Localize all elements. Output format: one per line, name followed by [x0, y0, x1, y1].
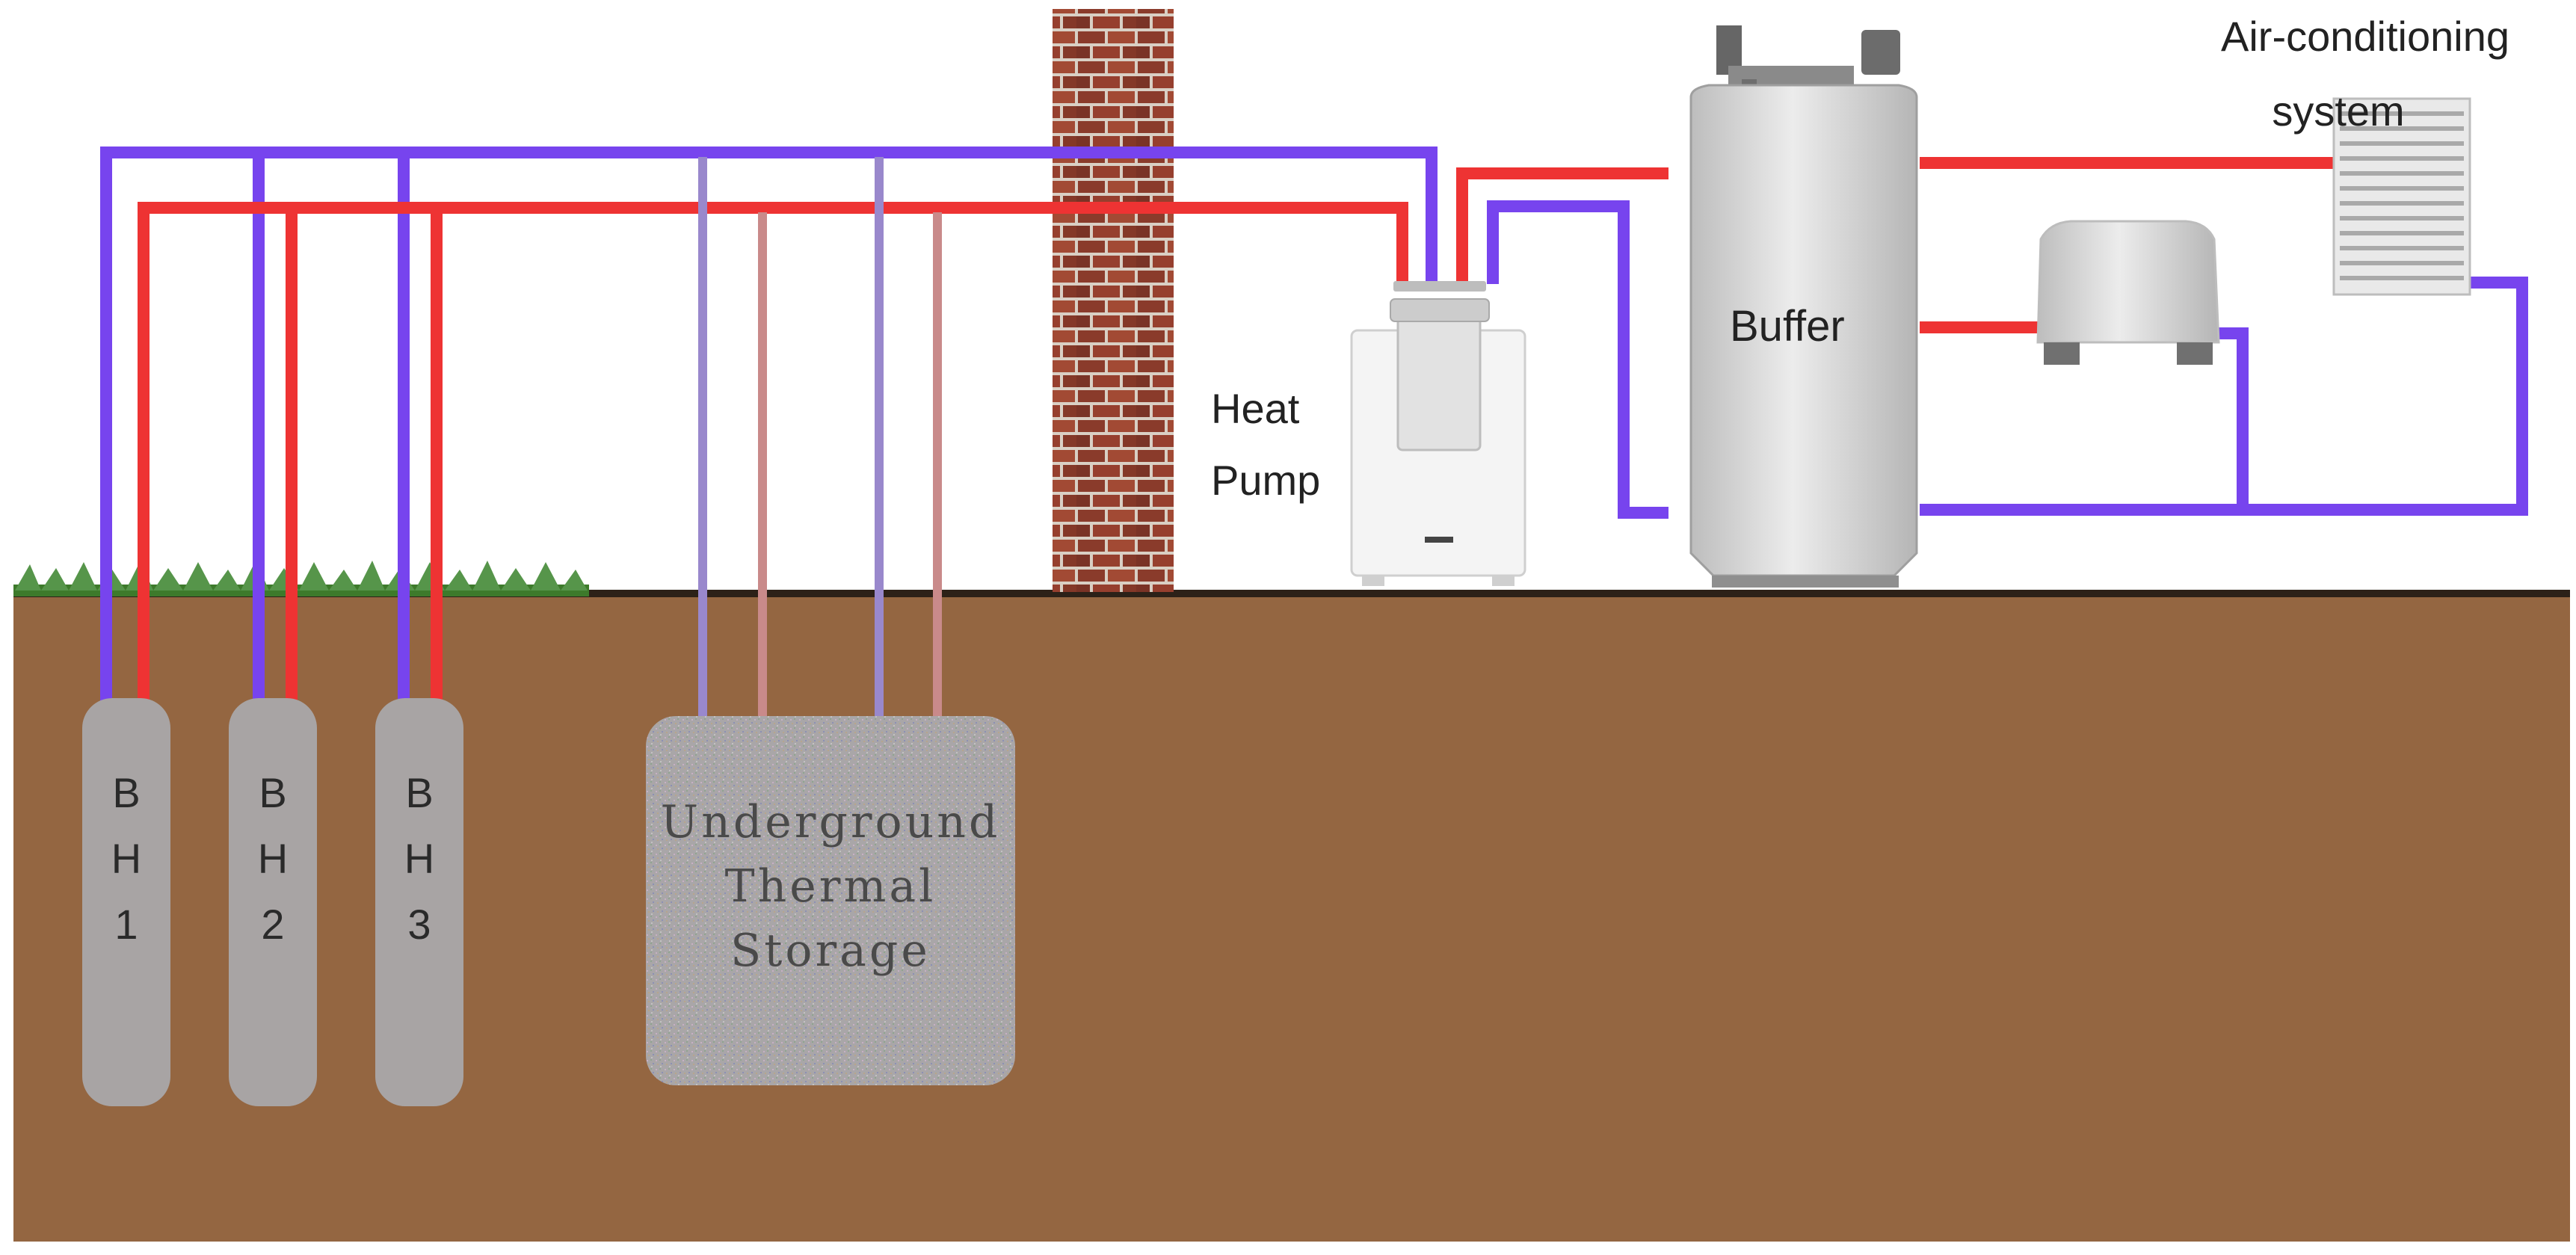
heat-pump-unit — [1350, 281, 1526, 586]
buffer-label: Buffer — [1730, 302, 1845, 351]
ac-system-label-line1: Air-conditioning — [2221, 13, 2509, 60]
storage-feed-pipes — [698, 157, 942, 722]
storage-label-line2: Thermal — [725, 860, 937, 913]
borehole-3-letter-b: B — [405, 769, 433, 816]
borehole-2-letter-b: B — [259, 769, 286, 816]
brick-wall — [1053, 9, 1174, 592]
borehole-pipes — [100, 147, 1438, 703]
borehole-3-number: 3 — [407, 901, 431, 948]
ac-return-cold-pipe — [1920, 277, 2528, 516]
radiator-unit — [2332, 97, 2471, 296]
heat-pump-label-line2: Pump — [1211, 457, 1320, 504]
ground-line — [13, 590, 2570, 597]
hot-return-main-pipe — [138, 202, 1408, 703]
buffer-tank — [1689, 25, 1918, 588]
heat-pump-label-line1: Heat — [1211, 385, 1300, 432]
borehole-2-number: 2 — [261, 901, 284, 948]
borehole-1-letter-b: B — [112, 769, 140, 816]
borehole-2: B H 2 — [229, 698, 317, 1106]
borehole-2-letter-h: H — [258, 835, 288, 882]
ac-system-label-line2: system — [2272, 87, 2404, 135]
grass-strip — [13, 561, 589, 596]
storage-label-line3: Storage — [730, 925, 931, 977]
fan-coil-return-cold-pipe — [2216, 327, 2249, 510]
cold-supply-main-pipe — [100, 147, 1438, 703]
borehole-1: B H 1 — [82, 698, 170, 1106]
borehole-1-letter-h: H — [111, 835, 141, 882]
heat-pump-to-buffer-hot-pipe — [1456, 167, 1668, 284]
heat-pump-to-buffer-cold-pipe — [1487, 200, 1668, 519]
storage-label-line1: Underground — [661, 796, 1001, 848]
borehole-3-letter-h: H — [404, 835, 434, 882]
underground-thermal-storage: Underground Thermal Storage — [646, 716, 1015, 1085]
fan-coil-unit — [2036, 220, 2220, 365]
borehole-1-number: 1 — [114, 901, 138, 948]
borehole-3: B H 3 — [375, 698, 463, 1106]
